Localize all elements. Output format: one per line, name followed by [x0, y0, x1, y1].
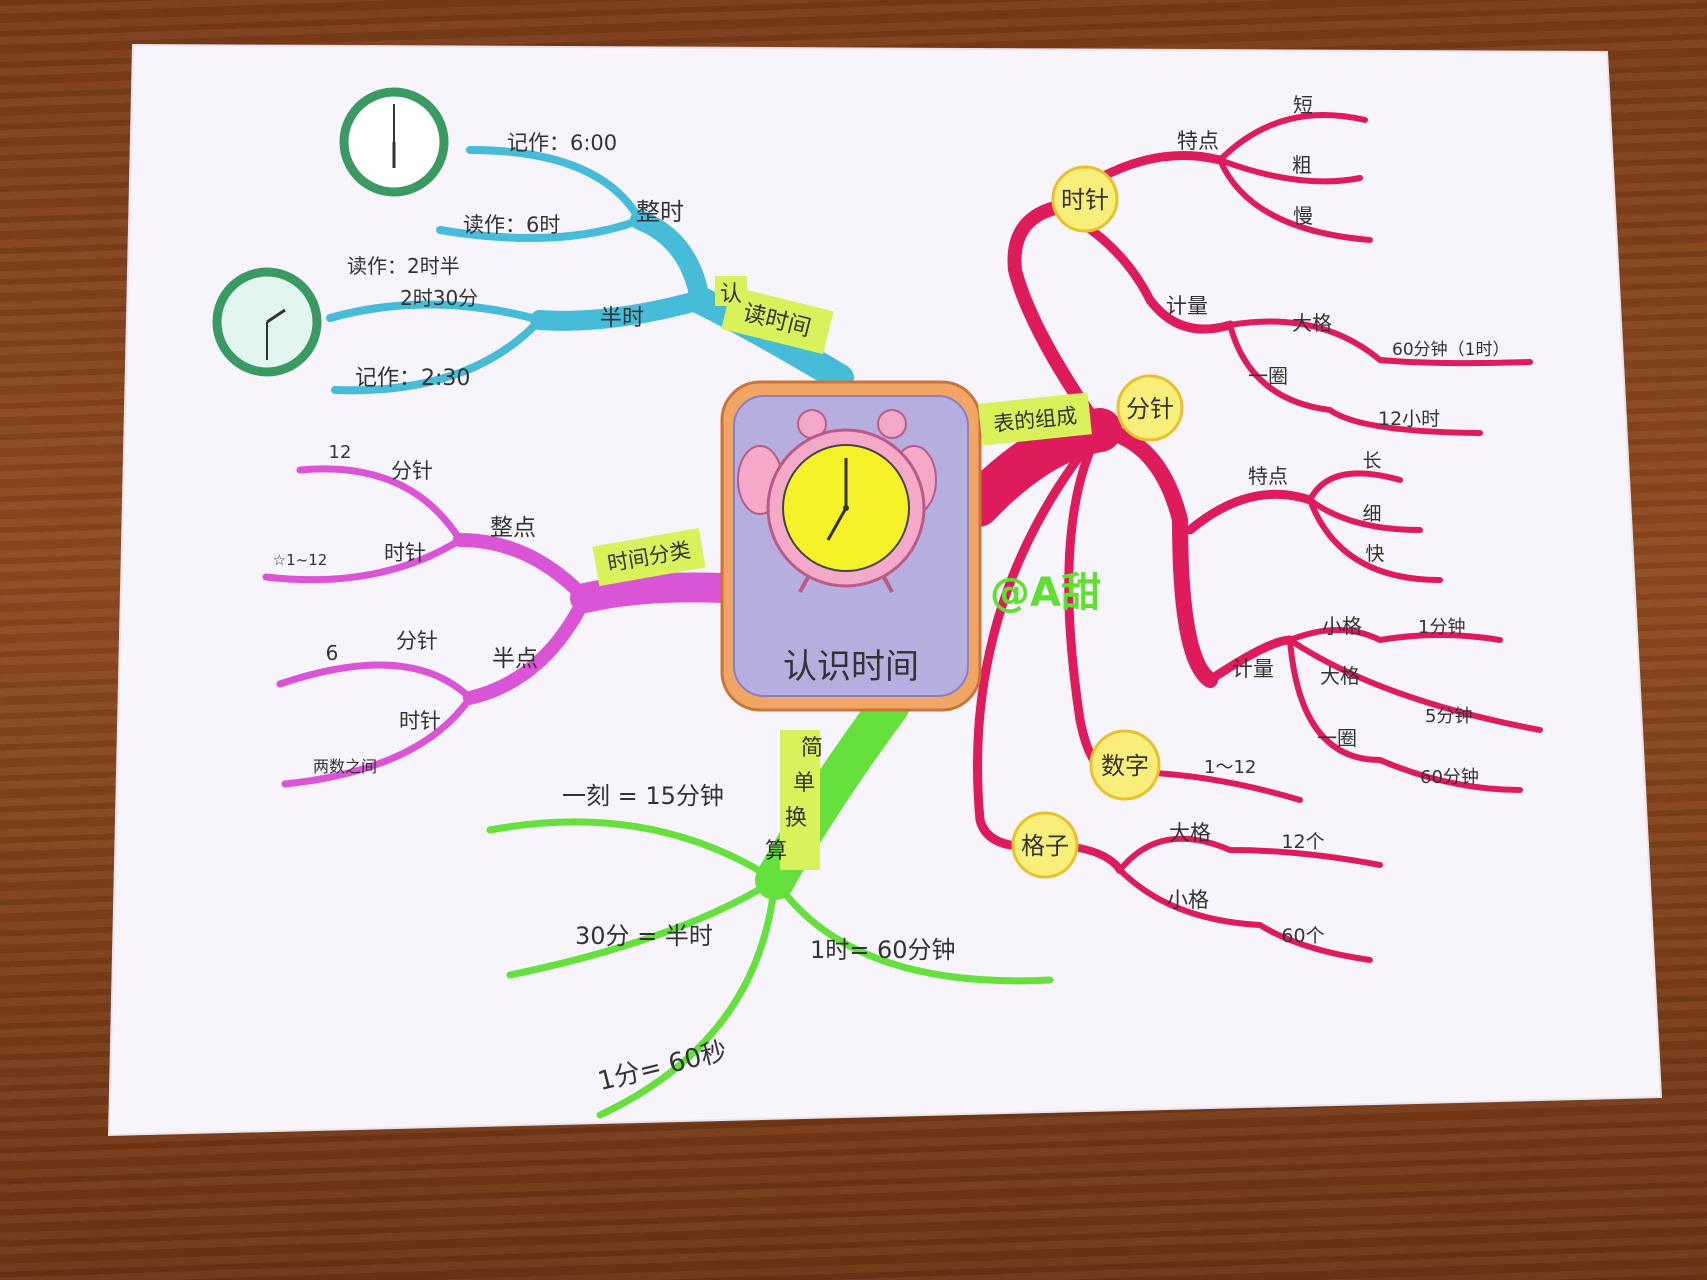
center-node: 认识时间	[720, 380, 982, 712]
numbers-label: 数字	[1101, 752, 1149, 780]
whole-hour-label: 整时	[636, 198, 684, 226]
numbers-value: 1～12	[1204, 757, 1256, 778]
minute-small-label: 小格	[1322, 614, 1362, 638]
reading-label-top: 认	[720, 282, 742, 307]
minute-trait-thin: 细	[1362, 503, 1381, 525]
hour-round-label: 一圈	[1248, 364, 1288, 388]
half-point-hour-label: 时针	[399, 709, 441, 733]
convert-item-quarter: 一刻 = 15分钟	[562, 782, 724, 810]
minute-round-label: 一圈	[1317, 726, 1357, 750]
reading-top-highlight	[715, 276, 747, 306]
half-write-text: 记作：2:30	[355, 366, 470, 391]
grid-small-label: 小格	[1167, 888, 1209, 912]
watermark: @A甜	[990, 570, 1101, 616]
on-hour-minute-label: 分针	[391, 459, 433, 483]
convert-label-2: 单	[793, 771, 815, 796]
half-point-label: 半点	[492, 646, 538, 672]
minute-hand-ring	[1116, 374, 1184, 442]
minute-trait-long: 长	[1362, 450, 1381, 472]
alarm-clock-icon	[737, 409, 937, 593]
grid-ring	[1011, 811, 1079, 879]
convert-highlight	[780, 730, 820, 870]
reading-highlight	[721, 286, 834, 355]
minute-small-value: 1分钟	[1418, 617, 1465, 638]
center-title: 认识时间	[783, 647, 919, 687]
on-hour-label: 整点	[490, 515, 536, 541]
grid-small-value: 60个	[1281, 925, 1324, 947]
half-read-line1: 读作：2时半	[347, 254, 460, 278]
whole-read-text: 读作：6时	[463, 213, 560, 237]
minute-big-value: 5分钟	[1425, 706, 1472, 727]
convert-item-half: 30分 = 半时	[575, 922, 713, 950]
on-hour-hour-label: 时针	[384, 541, 426, 565]
on-hour-minute-value: 12	[329, 442, 352, 463]
minute-trait-fast: 快	[1365, 543, 1384, 565]
clock-six-icon	[339, 87, 449, 197]
half-hour-label: 半时	[600, 306, 644, 331]
on-hour-hour-value: ☆1~12	[273, 551, 328, 569]
grid-big-value: 12个	[1281, 831, 1324, 853]
hour-hand-label: 时针	[1061, 186, 1109, 214]
hour-trait-slow: 慢	[1293, 204, 1313, 228]
minute-feature-label: 特点	[1248, 464, 1288, 488]
minute-big-label: 大格	[1320, 664, 1360, 688]
convert-label-3: 换	[785, 806, 807, 831]
hour-trait-short: 短	[1293, 93, 1313, 117]
numbers-ring	[1089, 729, 1161, 801]
minute-measure-label: 计量	[1232, 657, 1274, 681]
whole-write-text: 记作：6:00	[507, 131, 617, 155]
clock-half-two-icon	[212, 267, 322, 377]
minute-hand-label: 分针	[1126, 395, 1174, 423]
grid-label: 格子	[1021, 832, 1069, 860]
minute-round-value: 60分钟	[1420, 767, 1479, 788]
convert-label-4: 算	[765, 839, 787, 864]
hour-feature-label: 特点	[1177, 129, 1219, 153]
half-point-minute-value: 6	[326, 641, 339, 665]
hour-round-value: 12小时	[1378, 408, 1440, 430]
half-point-minute-label: 分针	[396, 629, 438, 653]
hour-measure-label: 计量	[1166, 294, 1208, 318]
parts-highlight	[978, 392, 1092, 446]
hour-big-value: 60分钟（1时）	[1392, 340, 1509, 360]
classify-highlight	[592, 527, 706, 587]
convert-item-hour: 1时= 60分钟	[810, 936, 956, 964]
half-read-line2: 2时30分	[400, 286, 478, 310]
hour-big-label: 大格	[1292, 311, 1332, 335]
half-point-hour-value: 两数之间	[313, 757, 377, 776]
hour-trait-thick: 粗	[1292, 153, 1312, 177]
hour-hand-ring	[1051, 165, 1119, 233]
grid-big-label: 大格	[1169, 821, 1211, 845]
branch-classify	[262, 465, 737, 788]
convert-label-1: 简	[801, 736, 823, 761]
